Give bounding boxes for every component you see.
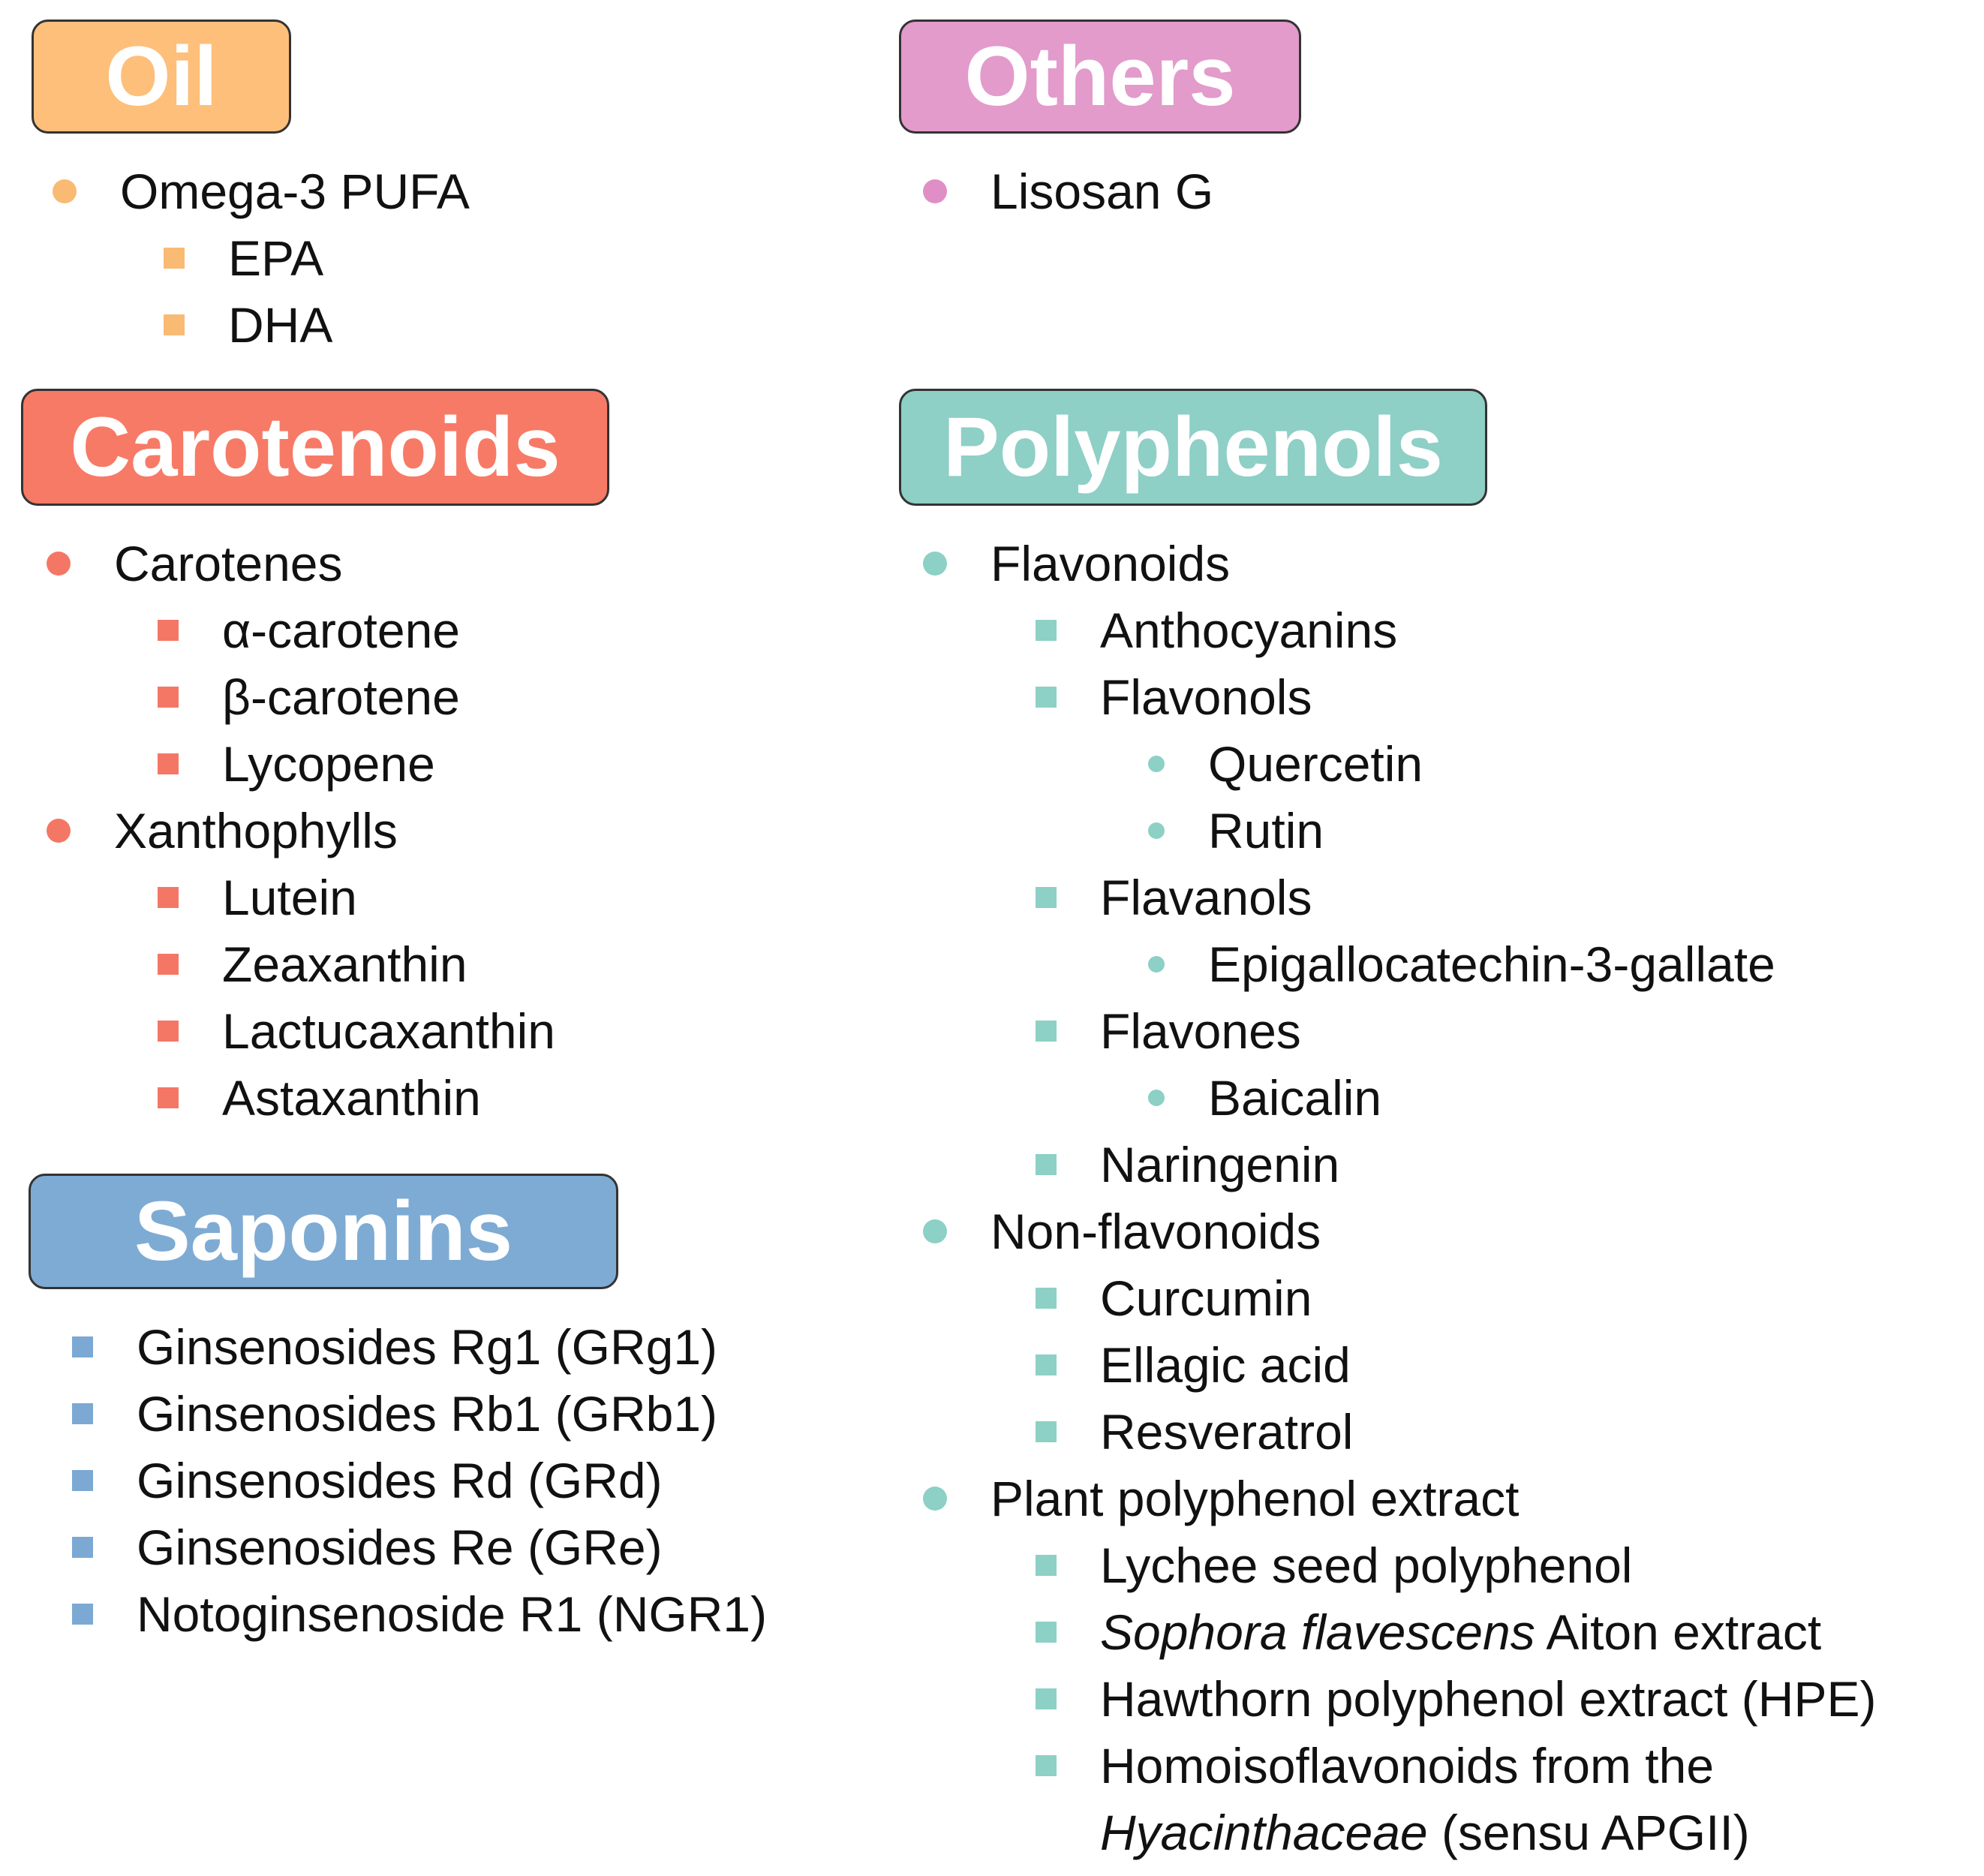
square-bullet-icon (1036, 1021, 1057, 1042)
list-item: Plant polyphenol extract (923, 1465, 1519, 1532)
small-dot-bullet-icon (1148, 756, 1165, 772)
circle-bullet-icon (53, 179, 77, 203)
saponins-header: Saponins (29, 1174, 618, 1289)
circle-bullet-icon (923, 552, 947, 576)
others-title: Others (964, 29, 1236, 123)
square-bullet-icon (164, 248, 185, 269)
list-item: Sophora flavescens Aiton extract (1036, 1598, 1821, 1666)
circle-bullet-icon (923, 179, 947, 203)
square-bullet-icon (1036, 1288, 1057, 1309)
square-bullet-icon (158, 954, 179, 975)
square-bullet-icon (158, 1021, 179, 1042)
list-item: Ginsenosides Rg1 (GRg1) (72, 1313, 717, 1381)
list-item: Flavonoids (923, 530, 1230, 597)
square-bullet-icon (1036, 887, 1057, 908)
square-bullet-icon (164, 314, 185, 335)
list-item: Ginsenosides Re (GRe) (72, 1514, 663, 1581)
carotenoids-header: Carotenoids (21, 389, 609, 506)
list-item: Rutin (1148, 797, 1324, 864)
circle-bullet-icon (47, 819, 71, 843)
list-item-continuation: Hyacinthaceae (sensu APGII) (1100, 1805, 1750, 1860)
list-item: Omega-3 PUFA (53, 158, 470, 225)
list-item: Astaxanthin (158, 1064, 481, 1132)
list-item: Baicalin (1148, 1064, 1381, 1132)
square-bullet-icon (1036, 1421, 1057, 1442)
square-bullet-icon (72, 1470, 93, 1491)
list-item: Resveratrol (1036, 1398, 1353, 1466)
list-item: α-carotene (158, 597, 460, 664)
square-bullet-icon (1036, 1555, 1057, 1576)
square-bullet-icon (158, 620, 179, 641)
list-item: Epigallocatechin-3-gallate (1148, 930, 1775, 998)
list-item: DHA (164, 291, 332, 359)
square-bullet-icon (158, 687, 179, 708)
square-bullet-icon (1036, 620, 1057, 641)
saponins-title: Saponins (134, 1184, 513, 1278)
list-item: Anthocyanins (1036, 597, 1397, 664)
square-bullet-icon (1036, 1755, 1057, 1776)
small-dot-bullet-icon (1148, 956, 1165, 973)
list-item: Flavonols (1036, 663, 1312, 731)
square-bullet-icon (1036, 1622, 1057, 1643)
list-item: Curcumin (1036, 1264, 1312, 1332)
others-header: Others (899, 20, 1301, 134)
list-item: Lactucaxanthin (158, 997, 555, 1065)
carotenoids-title: Carotenoids (70, 400, 561, 494)
list-item: Ginsenosides Rd (GRd) (72, 1447, 663, 1514)
oil-header: Oil (32, 20, 291, 134)
list-item: β-carotene (158, 663, 460, 731)
list-item: Notoginsenoside R1 (NGR1) (72, 1580, 767, 1648)
list-item: Hawthorn polyphenol extract (HPE) (1036, 1665, 1876, 1733)
square-bullet-icon (1036, 687, 1057, 708)
square-bullet-icon (72, 1537, 93, 1558)
square-bullet-icon (158, 753, 179, 774)
circle-bullet-icon (47, 552, 71, 576)
small-dot-bullet-icon (1148, 1090, 1165, 1106)
list-item: Xanthophylls (47, 797, 398, 864)
list-item: Naringenin (1036, 1131, 1339, 1198)
circle-bullet-icon (923, 1487, 947, 1511)
list-item: Ginsenosides Rb1 (GRb1) (72, 1380, 717, 1448)
list-item: Non-flavonoids (923, 1198, 1321, 1265)
square-bullet-icon (1036, 1688, 1057, 1709)
small-dot-bullet-icon (1148, 822, 1165, 839)
square-bullet-icon (72, 1403, 93, 1424)
list-item: Flavones (1036, 997, 1301, 1065)
square-bullet-icon (72, 1604, 93, 1625)
square-bullet-icon (158, 1087, 179, 1108)
polyphenols-title: Polyphenols (943, 400, 1443, 494)
square-bullet-icon (1036, 1354, 1057, 1375)
list-item: Lutein (158, 864, 357, 931)
square-bullet-icon (158, 887, 179, 908)
square-bullet-icon (1036, 1154, 1057, 1175)
list-item: Lychee seed polyphenol (1036, 1532, 1632, 1599)
list-item: Quercetin (1148, 730, 1423, 798)
list-item: EPA (164, 224, 323, 292)
list-item: Lisosan G (923, 158, 1213, 225)
list-item: Zeaxanthin (158, 930, 467, 998)
list-item: Ellagic acid (1036, 1331, 1351, 1399)
square-bullet-icon (72, 1336, 93, 1357)
oil-title: Oil (105, 29, 218, 123)
circle-bullet-icon (923, 1219, 947, 1243)
list-item: Carotenes (47, 530, 343, 597)
list-item: Lycopene (158, 730, 435, 798)
polyphenols-header: Polyphenols (899, 389, 1487, 506)
list-item: Flavanols (1036, 864, 1312, 931)
list-item: Homoisoflavonoids from the (1036, 1732, 1714, 1799)
